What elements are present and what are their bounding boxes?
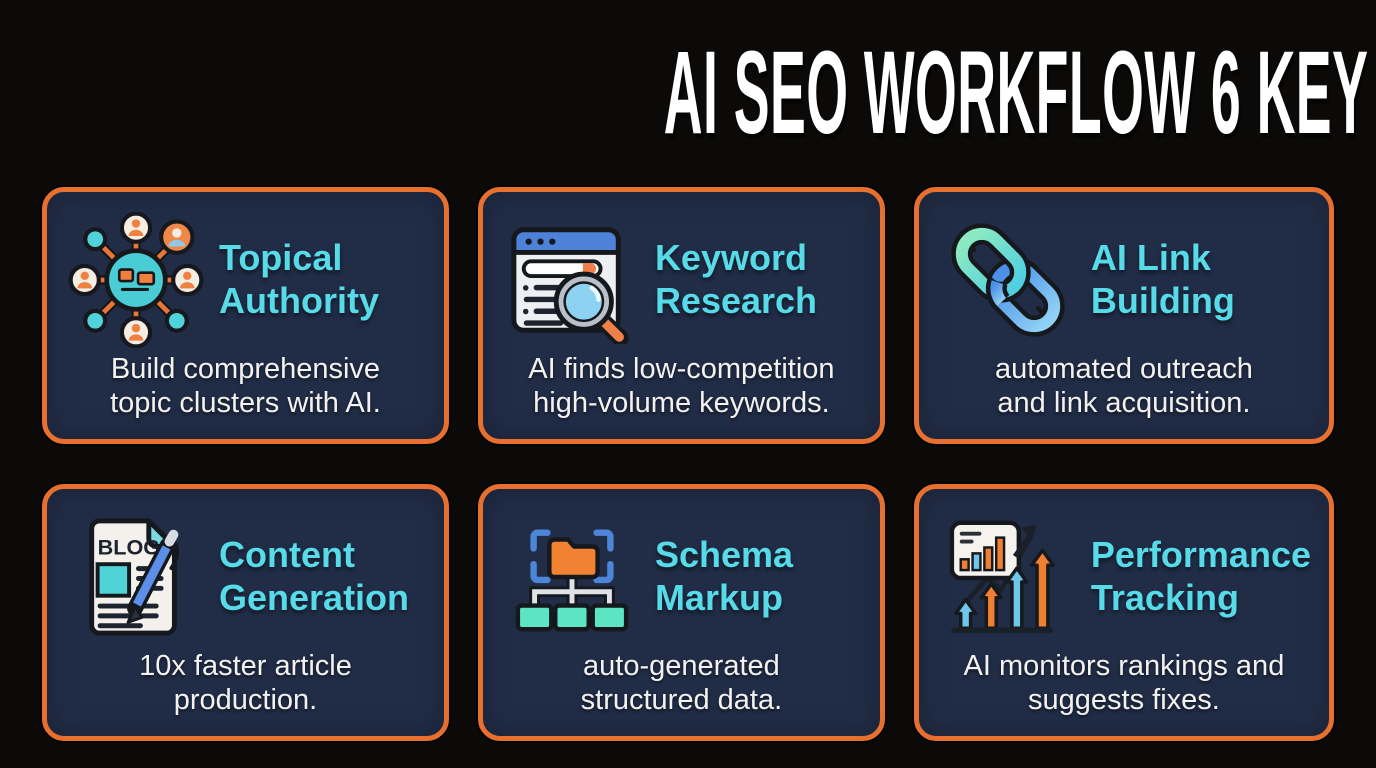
card-title-line2: Tracking xyxy=(1090,576,1239,618)
card-title: AI Link Building xyxy=(1091,237,1235,321)
card-ai-link-building: AI Link Building automated outreach and … xyxy=(913,187,1334,444)
chain-link-icon xyxy=(937,215,1079,345)
card-keyword-research: Keyword Research AI finds low-competitio… xyxy=(477,187,885,444)
browser-search-icon xyxy=(501,216,643,344)
card-title-line2: Generation xyxy=(219,576,410,618)
card-performance-tracking: Performance Tracking AI monitors ranking… xyxy=(913,484,1334,741)
card-description: auto-generated structured data. xyxy=(580,650,783,717)
card-title-line1: AI Link xyxy=(1090,237,1211,279)
card-title-line2: Markup xyxy=(654,576,783,618)
blog-document-icon: BLOG xyxy=(65,513,207,641)
page-title: AI SEO WORKFLOW 6 KEY COMPONENTS xyxy=(663,27,1376,159)
growth-chart-icon xyxy=(937,513,1079,641)
card-title-line2: Research xyxy=(654,279,818,321)
card-topical-authority: Topical Authority Build comprehensive to… xyxy=(42,187,449,444)
cards-grid: Topical Authority Build comprehensive to… xyxy=(42,187,1334,741)
blog-label: BLOG xyxy=(98,534,161,559)
card-description: AI finds low-competition high-volume key… xyxy=(528,353,835,420)
card-title: Schema Markup xyxy=(655,534,793,618)
folder-tree-icon xyxy=(501,513,643,641)
card-title-line1: Keyword xyxy=(654,237,807,279)
page-header: AI SEO WORKFLOW 6 KEY COMPONENTS xyxy=(0,34,1376,152)
card-title-line1: Schema xyxy=(654,534,794,576)
card-title-line1: Content xyxy=(219,534,355,576)
card-description: AI monitors rankings and suggests fixes. xyxy=(963,650,1285,717)
card-title: Content Generation xyxy=(219,534,409,618)
card-title: Keyword Research xyxy=(655,237,817,321)
card-title: Topical Authority xyxy=(219,237,379,321)
card-description: Build comprehensive topic clusters with … xyxy=(110,353,381,420)
network-cluster-icon xyxy=(65,211,207,348)
card-title-line1: Topical xyxy=(219,237,343,279)
card-description: automated outreach and link acquisition. xyxy=(994,353,1253,420)
card-title: Performance Tracking xyxy=(1091,534,1311,618)
card-title-line2: Authority xyxy=(219,279,379,321)
card-title-line2: Building xyxy=(1090,279,1235,321)
card-content-generation: BLOG xyxy=(42,484,449,741)
card-title-line1: Performance xyxy=(1090,534,1311,576)
card-schema-markup: Schema Markup auto-generated structured … xyxy=(477,484,885,741)
card-description: 10x faster article production. xyxy=(139,650,352,717)
